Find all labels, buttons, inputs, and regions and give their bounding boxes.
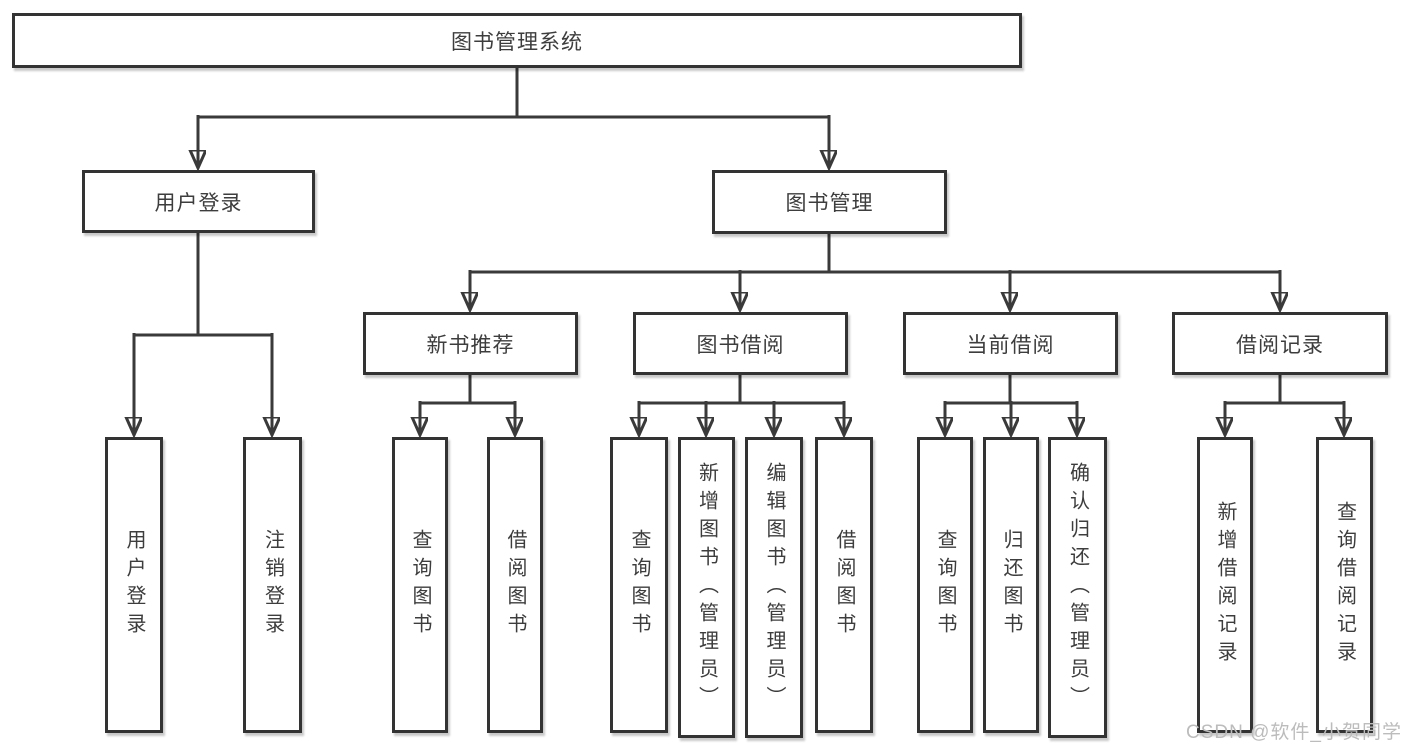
csdn-watermark: CSDN @软件_小贺同学 [1186, 722, 1402, 743]
node-query-books-borrow-label: 查询图书 [628, 529, 650, 641]
node-user-login: 用户登录 [82, 170, 315, 233]
node-return-books: 归还图书 [983, 437, 1039, 733]
node-return-books-label: 归还图书 [1000, 529, 1022, 641]
node-query-borrow-record: 查询借阅记录 [1316, 437, 1373, 733]
node-borrow-records-label: 借阅记录 [1236, 333, 1324, 357]
node-logout-action-label: 注销登录 [261, 529, 284, 641]
node-current-borrow: 当前借阅 [903, 312, 1118, 375]
node-add-borrow-record-label: 新增借阅记录 [1214, 501, 1236, 669]
node-borrow-records: 借阅记录 [1172, 312, 1388, 375]
node-root-label: 图书管理系统 [451, 30, 583, 54]
node-borrow-books-action-label: 借阅图书 [833, 529, 855, 641]
node-borrow-books-recommend-label: 借阅图书 [504, 529, 526, 641]
node-new-book-recommend-label: 新书推荐 [426, 333, 515, 357]
node-borrow-books-action: 借阅图书 [815, 437, 873, 733]
node-confirm-return-admin-label: 确认归还（管理员） [1066, 461, 1089, 714]
node-edit-books-admin: 编辑图书（管理员） [745, 437, 803, 738]
node-book-management-label: 图书管理 [785, 192, 874, 215]
node-query-books-recommend: 查询图书 [392, 437, 448, 733]
node-add-books-admin: 新增图书（管理员） [678, 437, 735, 738]
node-edit-books-admin-label: 编辑图书（管理员） [763, 461, 785, 714]
node-add-books-admin-label: 新增图书（管理员） [695, 461, 718, 714]
node-user-login-action: 用户登录 [105, 437, 163, 733]
node-book-borrow: 图书借阅 [633, 312, 848, 375]
node-book-management: 图书管理 [712, 170, 947, 234]
node-query-books-borrow: 查询图书 [610, 437, 668, 733]
node-query-books-current-label: 查询图书 [934, 529, 956, 641]
node-confirm-return-admin: 确认归还（管理员） [1048, 437, 1107, 738]
node-user-login-label: 用户登录 [154, 191, 243, 215]
node-new-book-recommend: 新书推荐 [363, 312, 578, 375]
node-add-borrow-record: 新增借阅记录 [1197, 437, 1253, 733]
node-user-login-action-label: 用户登录 [123, 529, 145, 641]
node-query-borrow-record-label: 查询借阅记录 [1333, 501, 1356, 669]
node-borrow-books-recommend: 借阅图书 [487, 437, 543, 733]
node-root: 图书管理系统 [12, 13, 1022, 68]
node-current-borrow-label: 当前借阅 [966, 333, 1055, 357]
node-book-borrow-label: 图书借阅 [696, 333, 785, 357]
node-query-books-current: 查询图书 [917, 437, 973, 733]
node-logout-action: 注销登录 [243, 437, 302, 733]
node-query-books-recommend-label: 查询图书 [409, 529, 431, 641]
